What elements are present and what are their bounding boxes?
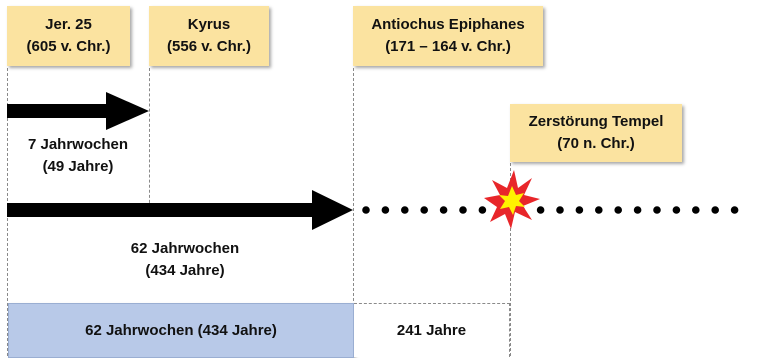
timeline-dot [556,206,564,214]
timeline-dot [401,206,409,214]
timeline-dot [478,206,487,214]
marker-title: Jer. 25 [45,16,92,33]
timeline-dot [653,206,661,214]
marker-title: Antiochus Epiphanes [371,16,525,33]
caption-line-2: (49 Jahre) [42,158,114,175]
marker-date: (556 v. Chr.) [167,38,251,55]
marker-title: Kyrus [187,16,231,33]
bar-label: 62 Jahrwochen (434 Jahre) [85,322,277,339]
arrow-62-jahrwochen [7,190,353,230]
guide-line-kyrus [149,68,150,208]
dotted-timeline [362,206,739,214]
marker-label-jer25: Jer. 25 (605 v. Chr.) [7,6,130,66]
timeline-dot [692,206,700,214]
marker-date: (70 n. Chr.) [557,135,635,152]
timeline-dot [381,206,390,214]
caption-62-jahrwochen: 62 Jahrwochen (434 Jahre) [90,238,280,282]
guide-line-antiochus [353,68,354,356]
bar-62-jahrwochen: 62 Jahrwochen (434 Jahre) [8,303,354,358]
timeline-dot [439,206,448,214]
marker-label-kyrus: Kyrus (556 v. Chr.) [149,6,269,66]
timeline-dot [730,206,739,214]
guide-line-zerstoerung [510,163,511,356]
caption-7-jahrwochen: 7 Jahrwochen (49 Jahre) [7,134,149,178]
bar-241-jahre: 241 Jahre [354,303,510,357]
timeline-dot [575,206,584,214]
timeline-dot [459,206,467,214]
marker-title: Zerstörung Tempel [528,113,664,130]
timeline-dot [672,206,681,214]
arrow-7-jahrwochen [7,92,149,130]
timeline-dot [614,206,622,214]
timeline-dot [536,206,545,214]
timeline-dot [633,206,642,214]
caption-line-2: (434 Jahre) [145,262,225,279]
caption-line-1: 7 Jahrwochen [27,136,129,153]
explosion-icon [484,170,540,229]
marker-date: (171 – 164 v. Chr.) [385,38,511,55]
marker-label-zerstoerung: Zerstörung Tempel (70 n. Chr.) [510,104,682,162]
marker-date: (605 v. Chr.) [26,38,111,55]
caption-line-1: 62 Jahrwochen [130,240,240,257]
marker-label-antiochus: Antiochus Epiphanes (171 – 164 v. Chr.) [353,6,543,66]
timeline-dot [362,206,370,214]
timeline-dot [595,206,603,214]
bar-label: 241 Jahre [396,322,467,339]
timeline-dot [420,206,429,214]
timeline-dot [711,206,719,214]
